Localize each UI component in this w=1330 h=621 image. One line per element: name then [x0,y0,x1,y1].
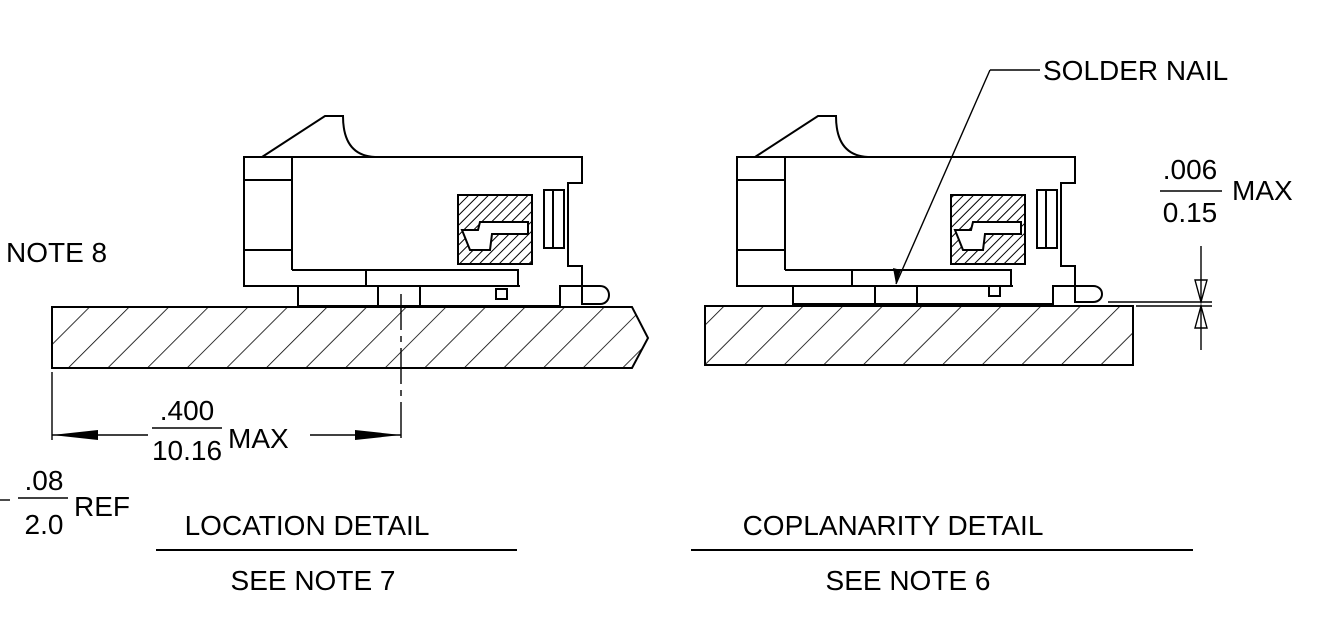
solder-nail [874,285,918,305]
ref-suffix: REF [74,491,130,522]
dim-400-denominator: 10.16 [152,435,222,466]
dim-400-max-label: MAX [228,423,289,454]
pcb-board-right [704,305,1134,366]
pcb-board-left [51,306,650,369]
coplanarity-detail-title: COPLANARITY DETAIL [743,510,1044,541]
coplanarity-dimension [1108,190,1222,350]
solder-nail-leader [893,69,1040,285]
dimension-400 [52,427,401,440]
solder-nail-label: SOLDER NAIL [1043,55,1228,86]
ref-numerator: .08 [25,465,64,496]
location-detail-title: LOCATION DETAIL [185,510,430,541]
connector-body-left [243,115,610,307]
coplanarity-max-label: MAX [1232,175,1293,206]
coplanarity-detail: SOLDER NAIL .006 0.15 MAX COPLANARITY DE… [691,55,1293,596]
connector-body-right [736,115,1103,305]
coplanarity-detail-subtitle: SEE NOTE 6 [826,565,991,596]
ref-denominator: 2.0 [25,509,64,540]
location-detail-subtitle: SEE NOTE 7 [231,565,396,596]
location-detail: .400 10.16 MAX NOTE 8 .08 2.0 REF LOCATI… [0,115,650,596]
note-8-label: NOTE 8 [6,237,107,268]
coplanarity-denominator: 0.15 [1163,197,1218,228]
coplanarity-numerator: .006 [1163,154,1218,185]
dim-400-numerator: .400 [160,395,215,426]
